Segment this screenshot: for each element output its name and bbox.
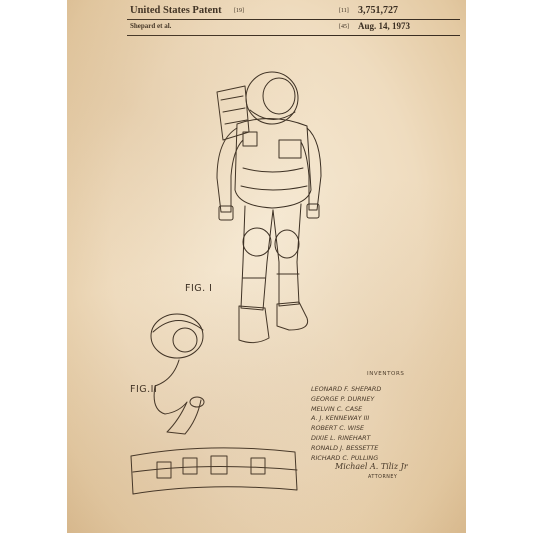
header-rule-bottom [127,35,460,36]
patent-number: 3,751,727 [358,5,398,16]
inventor-name: MELVIN C. CASE [311,404,363,413]
fig1-label: FIG. I [185,283,213,294]
inventors-heading: INVENTORS [367,371,405,377]
inventor-name: DIXIE L. RINEHART [311,433,371,442]
inventor-short: Shepard et al. [130,22,172,30]
right-leg [272,203,302,307]
torso [234,117,312,209]
inventor-list: LEONARD F. SHEPARD GEORGE P. DURNEY MELV… [311,385,381,463]
inventor-name: LEONARD F. SHEPARD [311,385,382,393]
inventor-name: RONALD J. BESSETTE [311,443,379,452]
left-arm [216,127,244,213]
right-boot [276,301,309,331]
inventor-name: ROBERT C. WISE [311,424,365,433]
date-ref: [45] [339,24,349,30]
header-rule-top [127,19,460,20]
helmet [245,71,299,125]
right-arm [300,127,322,211]
inventor-name: GEORGE P. DURNEY [311,394,375,403]
left-boot [238,305,270,344]
attorney-signature: Michael A. Tiliz Jr [335,462,408,471]
fig2-hose [153,359,202,435]
patent-sheet: United States Patent [19] Shepard et al.… [67,0,466,533]
patent-date: Aug. 14, 1973 [358,21,411,31]
left-leg [240,205,274,311]
attorney-label: ATTORNEY [368,475,398,480]
patent-ref: [11] [339,8,349,14]
patent-title: United States Patent [130,5,222,16]
fig2-belt [130,447,298,495]
inventor-name: RICHARD C. PULLING [311,453,379,462]
fig2-label: FIG.II [130,384,158,395]
fig2-helmet [150,313,204,359]
astronaut-drawing [130,71,322,495]
title-ref: [19] [234,8,244,14]
inventor-name: A. J. KENNEWAY III [311,414,370,423]
